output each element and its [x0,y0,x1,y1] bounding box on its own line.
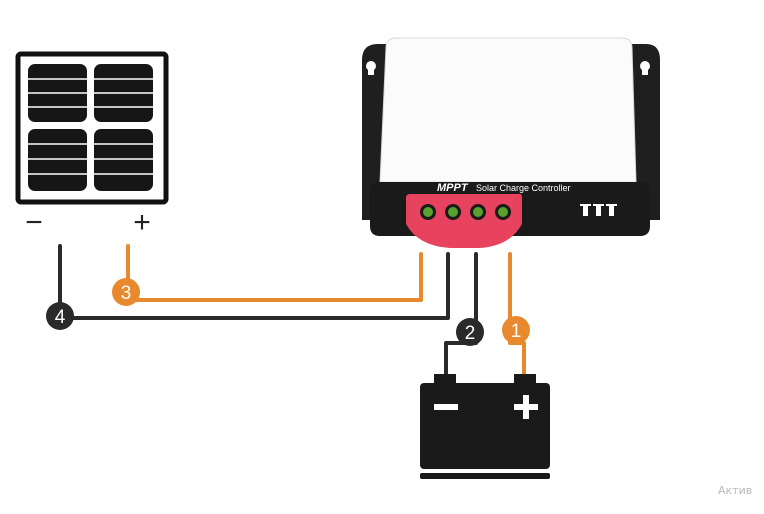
terminal-screws [420,204,511,220]
battery-minus-icon [434,404,458,410]
panel-negative-sign: − [25,206,43,239]
step-badge-4: 4 [46,302,74,330]
step-badge-3: 3 [112,278,140,306]
wire-panel-positive [126,244,423,302]
terminal-block [406,194,522,248]
watermark-text: Актив [718,484,753,497]
svg-text:1: 1 [511,321,522,342]
svg-text:2: 2 [465,323,476,344]
wire-battery-negative [444,252,478,382]
wire-panel-negative [58,244,450,320]
battery [420,374,550,479]
indicator-icons [580,204,617,216]
step-badge-2: 2 [456,318,484,346]
charge-controller [362,37,660,248]
svg-text:4: 4 [55,307,66,328]
panel-positive-sign: + [133,206,151,239]
controller-brand: MPPT [437,182,469,194]
solar-panel [15,51,169,205]
wires [58,244,526,382]
svg-text:3: 3 [121,283,132,304]
controller-name: Solar Charge Controller [476,183,571,193]
step-badge-1: 1 [502,316,530,344]
